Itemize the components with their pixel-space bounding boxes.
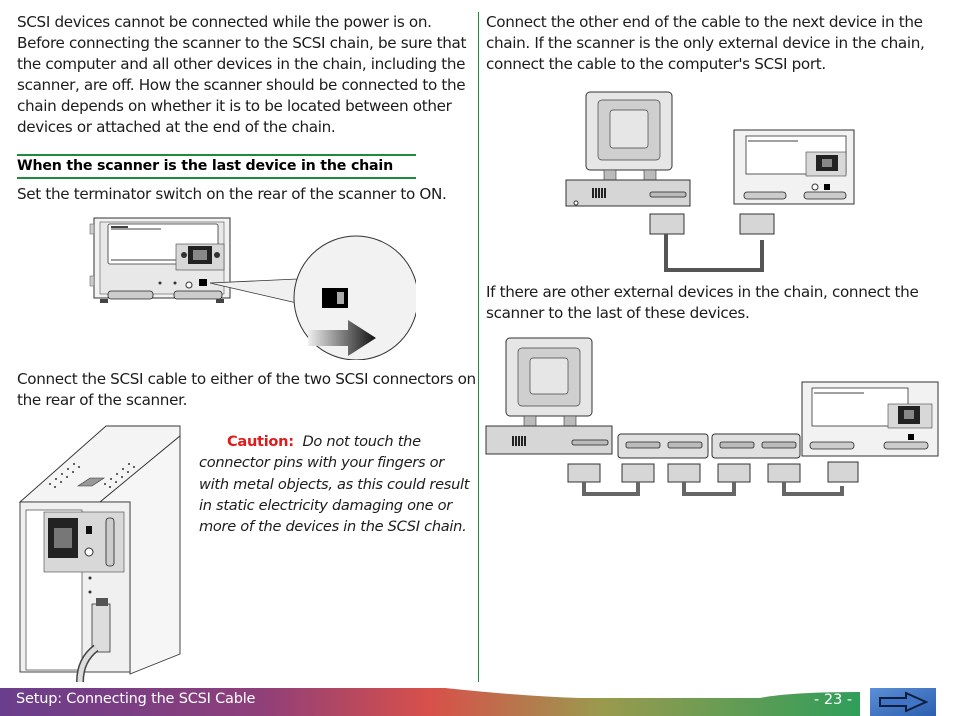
external-device-2 (711, 433, 801, 459)
section-heading-box: When the scanner is the last device in t… (17, 154, 416, 179)
computer-illustration (565, 91, 691, 207)
page-number: - 23 - (814, 692, 853, 708)
single-device-chain-figure (565, 91, 855, 272)
cable-plug (767, 463, 801, 483)
direction-arrow-icon (308, 320, 376, 356)
scsi-cable (782, 482, 844, 496)
left-column: SCSI devices cannot be connected while t… (17, 12, 467, 138)
terminator-switch (199, 279, 207, 286)
footer-bar: Setup: Connecting the SCSI Cable - 23 - (0, 688, 954, 716)
cable-plug (717, 463, 751, 483)
cable-plug (667, 463, 701, 483)
footer-gradient-banner (0, 688, 860, 716)
cable-connection-figure (18, 425, 181, 682)
external-device-1 (617, 433, 709, 459)
other-end-paragraph: Connect the other end of the cable to th… (486, 13, 925, 73)
connect-instruction: Connect the SCSI cable to either of the … (17, 370, 476, 409)
computer-illustration (485, 337, 613, 455)
multi-device-chain-figure (485, 337, 939, 496)
intro-paragraph: SCSI devices cannot be connected while t… (17, 13, 467, 136)
cable-plug-computer (649, 213, 685, 235)
column-divider (478, 12, 479, 682)
next-page-button[interactable] (870, 688, 936, 716)
switch-closeup-icon (322, 288, 348, 308)
section-heading: When the scanner is the last device in t… (17, 158, 393, 174)
scanner-rear-illustration (89, 217, 231, 303)
cable-plug (621, 463, 655, 483)
caution-note: Caution: Do not touch the connector pins… (199, 431, 474, 537)
scsi-cable (682, 482, 736, 496)
magnifier-circle (293, 235, 416, 360)
footer-section-title: Setup: Connecting the SCSI Cable (16, 691, 256, 707)
terminator-instruction: Set the terminator switch on the rear of… (17, 185, 447, 203)
scanner-illustration (733, 129, 855, 205)
right-column: Connect the other end of the cable to th… (486, 12, 936, 75)
cable-plug-scanner (739, 213, 775, 235)
cable-plug (567, 463, 601, 483)
scanner-illustration (801, 381, 939, 457)
terminator-switch-figure (89, 217, 416, 360)
cable-plug (827, 461, 859, 483)
scsi-cable (582, 482, 640, 496)
scsi-cable (664, 234, 764, 272)
other-devices-paragraph: If there are other external devices in t… (486, 283, 919, 322)
caution-label: Caution: (227, 433, 294, 450)
caution-text: Do not touch the connector pins with you… (199, 433, 470, 536)
right-arrow-icon (879, 691, 929, 713)
